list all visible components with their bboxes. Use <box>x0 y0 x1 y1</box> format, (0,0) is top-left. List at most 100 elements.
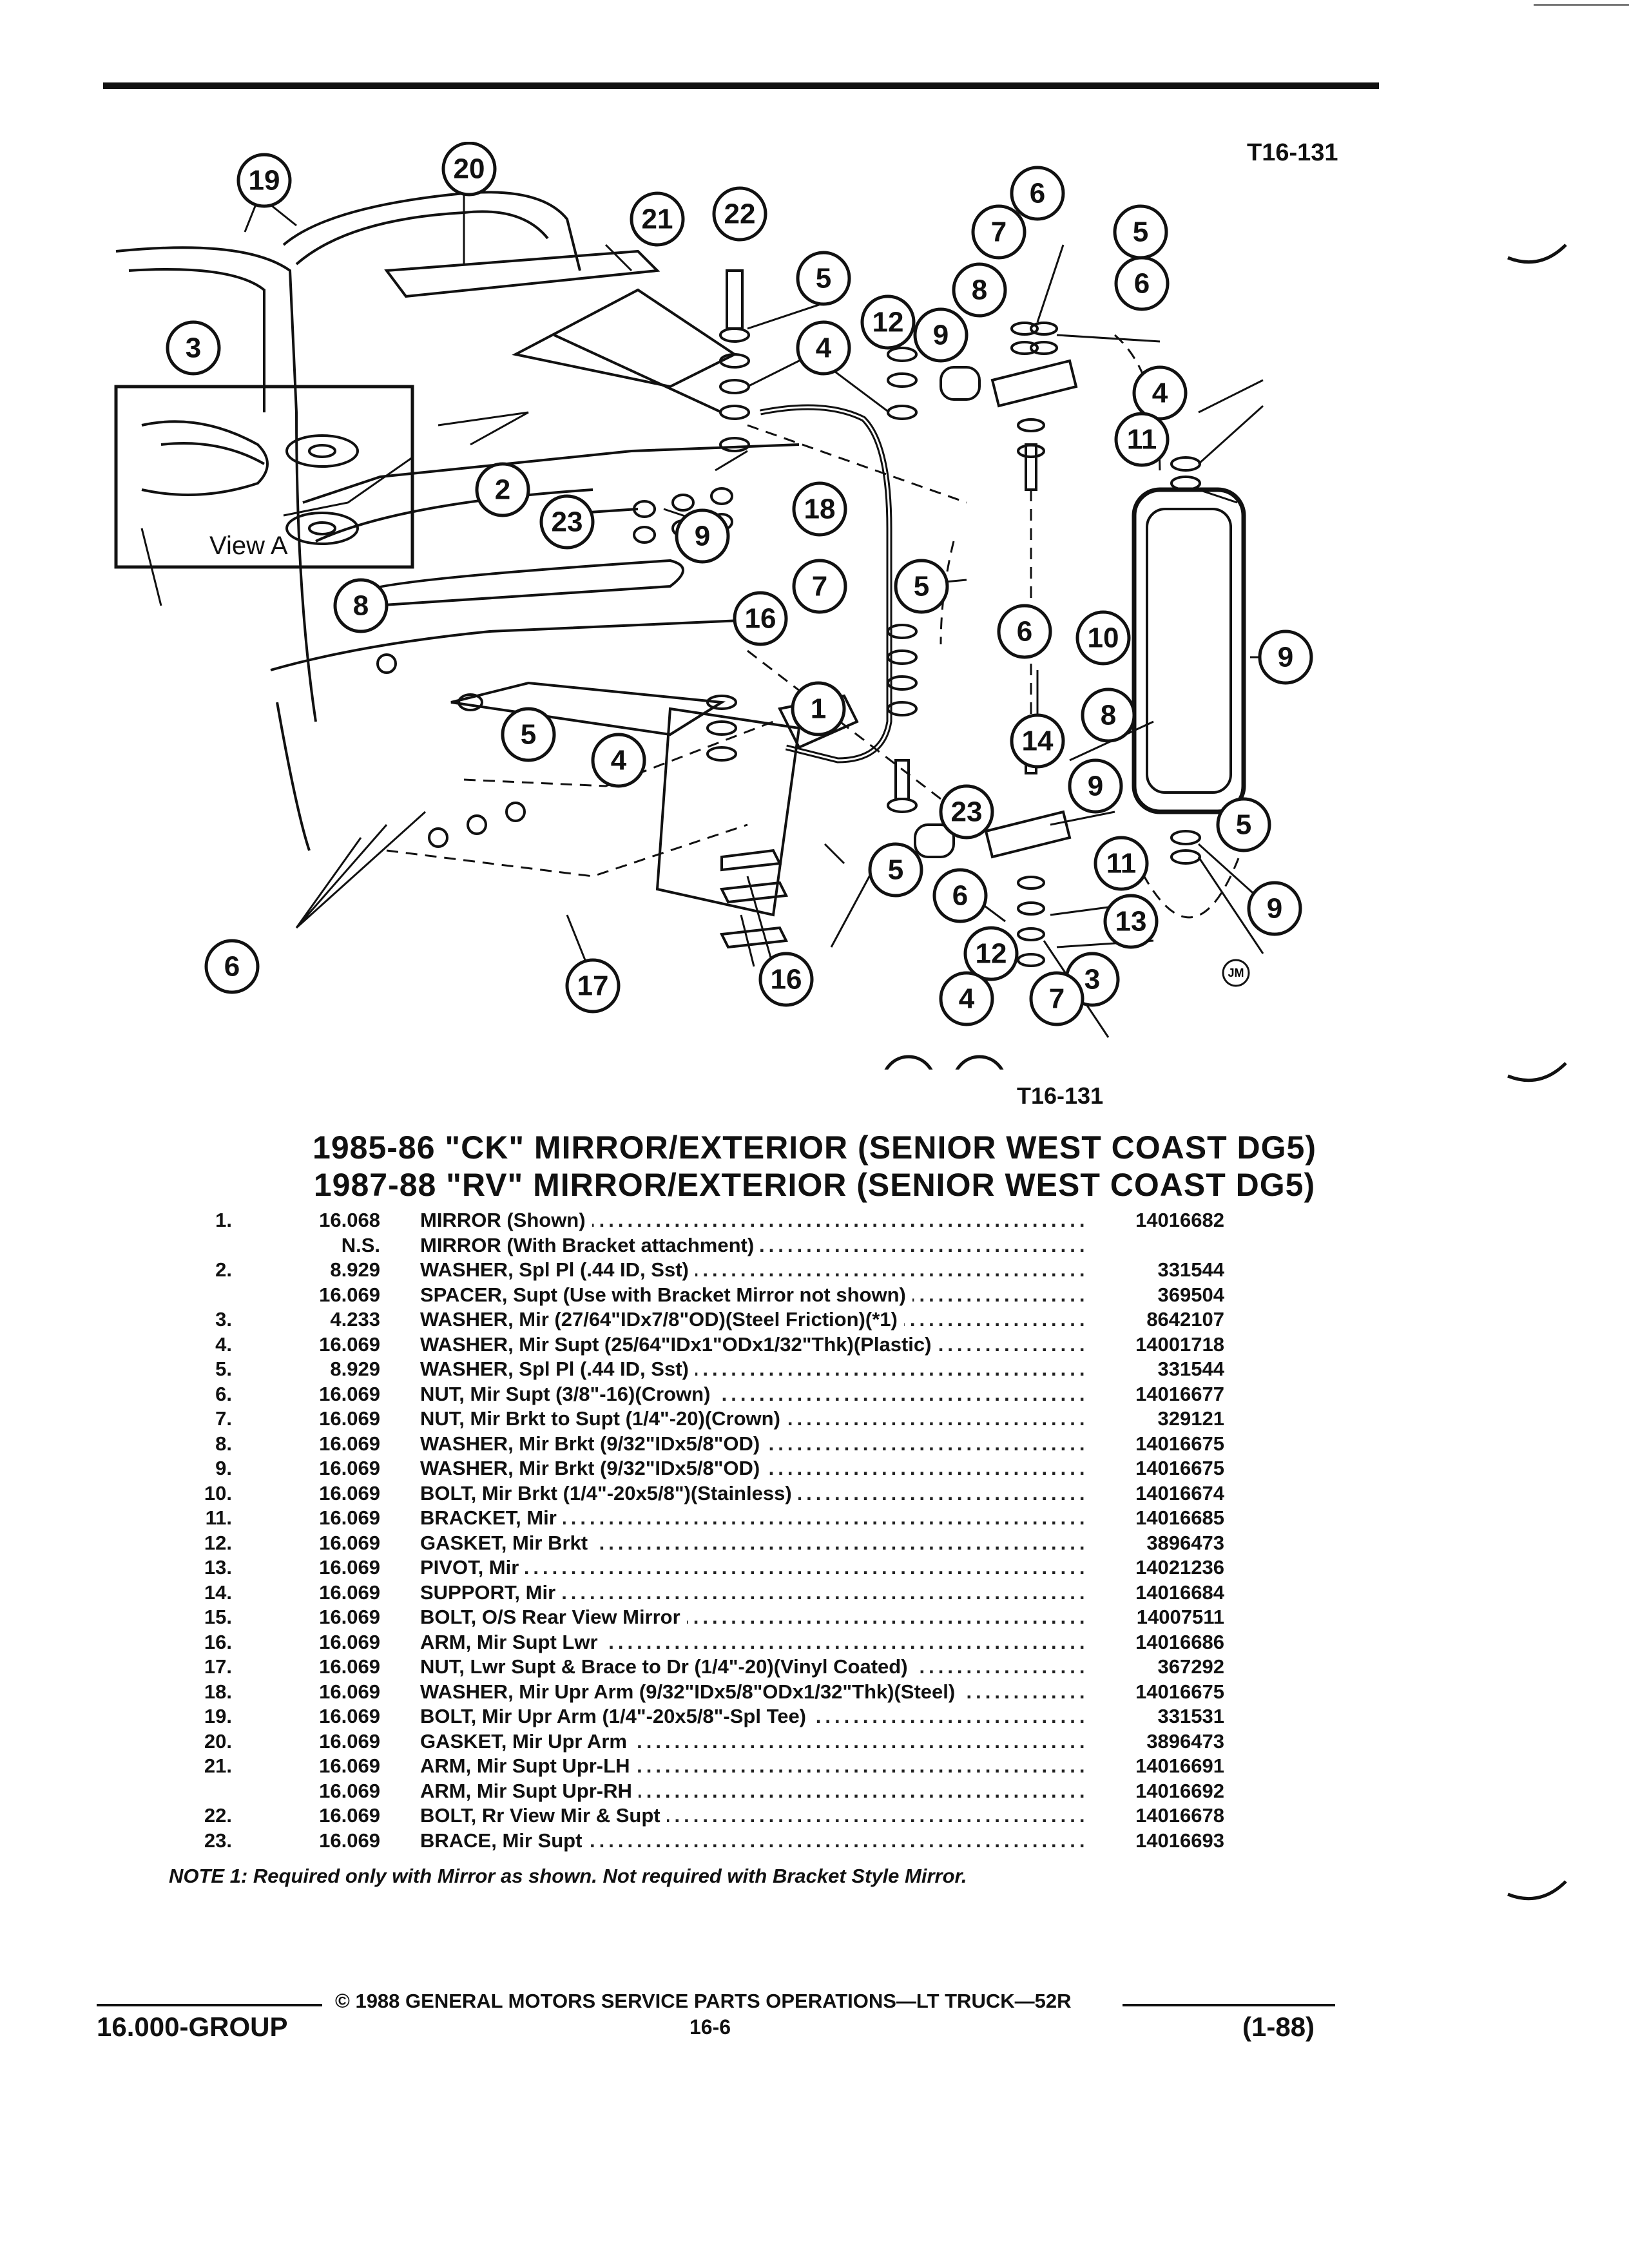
description-cell: ........................................… <box>380 1704 1095 1729</box>
callout-number: 3 <box>1084 964 1100 995</box>
parts-row: 20.16.069...............................… <box>174 1729 1224 1754</box>
part-number-index: 10. <box>204 1481 232 1504</box>
callout-number: 9 <box>695 521 710 552</box>
callout-circle <box>1258 629 1313 685</box>
callout: 23 <box>939 784 994 840</box>
part-number: 14016674 <box>1135 1481 1224 1504</box>
margin-mark-2 <box>1507 1062 1567 1082</box>
parts-row: 16.069..................................… <box>174 1779 1224 1804</box>
part-number: 367292 <box>1157 1655 1224 1678</box>
margin-mark-1 <box>1507 244 1567 264</box>
part-number-index: 2. <box>215 1258 232 1281</box>
part-number-index: 4. <box>215 1332 232 1356</box>
callout: 6 <box>1114 256 1170 311</box>
callout-circle <box>884 1055 933 1070</box>
group-number: 16.069 <box>319 1779 380 1802</box>
callout-circle <box>971 204 1027 260</box>
artist-mark-circle <box>1222 959 1250 987</box>
group-number: 16.069 <box>319 1606 380 1628</box>
part-description: BRACE, Mir Supt <box>420 1829 589 1852</box>
parts-row: 10.16.069...............................… <box>174 1481 1224 1506</box>
part-number-index: 9. <box>215 1457 232 1479</box>
exploded-view-diagram: View A A JM 1920212256789124564113223918… <box>114 142 1313 1070</box>
callout-circle <box>733 591 788 646</box>
callout-number: 20 <box>454 153 485 185</box>
callout-circle <box>1247 881 1302 936</box>
callout-circle <box>565 958 621 1014</box>
view-a-label: View A <box>209 532 288 560</box>
description-cell: ........................................… <box>380 1729 1095 1754</box>
part-number: 14016675 <box>1135 1432 1224 1455</box>
callout: 11 <box>1094 836 1149 891</box>
part-description: MIRROR (Shown) <box>420 1209 592 1231</box>
callout: 21 <box>630 191 685 247</box>
callout-number: 8 <box>1101 700 1116 731</box>
group-number: 16.069 <box>319 1407 380 1430</box>
group-number: 16.069 <box>319 1481 380 1504</box>
part-description: WASHER, Mir Supt (25/64"IDx1"ODx1/32"Thk… <box>420 1332 938 1356</box>
group-number: 16.069 <box>319 1630 380 1653</box>
footer-rule-left <box>97 2004 322 2006</box>
callout: 3 <box>166 320 221 376</box>
description-cell: ........................................… <box>380 1382 1095 1407</box>
callout: 14 <box>1010 713 1065 769</box>
callout-circle <box>997 604 1052 659</box>
callout: 16 <box>758 952 814 1007</box>
callout-number: 10 <box>1088 622 1119 654</box>
description-cell: ........................................… <box>380 1456 1095 1481</box>
part-number: 14007511 <box>1136 1606 1224 1628</box>
callout-circle <box>792 559 847 614</box>
callout-number: 16 <box>745 603 776 635</box>
group-number: 16.069 <box>319 1804 380 1827</box>
callout-circle <box>204 939 260 994</box>
part-description: GASKET, Mir Brkt <box>420 1531 595 1554</box>
callout-number: 2 <box>972 1067 987 1070</box>
callout-number: 9 <box>1278 642 1293 673</box>
callout-number: 21 <box>642 204 673 235</box>
callout: 18 <box>792 481 847 537</box>
callout-number: 5 <box>816 263 831 294</box>
callout-circle <box>1114 412 1170 467</box>
part-description: BOLT, Mir Brkt (1/4"-20x5/8")(Stainless) <box>420 1481 798 1504</box>
group-number: 16.069 <box>319 1581 380 1604</box>
parts-row: 16.16.069...............................… <box>174 1630 1224 1655</box>
callout: 5 <box>1113 204 1168 260</box>
callout-circle <box>712 186 767 242</box>
callout-number: 5 <box>888 854 903 886</box>
parts-row: 3.4.233.................................… <box>174 1307 1224 1332</box>
parts-row: 22.16.069...............................… <box>174 1803 1224 1829</box>
group-number: 8.929 <box>330 1358 380 1380</box>
callout-number: 12 <box>976 938 1007 970</box>
part-number-index: 8. <box>215 1432 232 1455</box>
description-cell: ........................................… <box>380 1630 1095 1655</box>
callout-circle <box>791 681 846 736</box>
parts-row: 6.16.069................................… <box>174 1382 1224 1407</box>
part-number: 14016684 <box>1135 1581 1224 1604</box>
callout: 23 <box>539 494 595 550</box>
leader-dots: ........................................… <box>420 1556 1086 1579</box>
callout: 8 <box>952 262 1007 318</box>
part-number-index <box>174 1283 232 1308</box>
parts-row: 4.16.069................................… <box>174 1332 1224 1358</box>
callout-number: 8 <box>353 590 369 622</box>
callout-circle <box>963 926 1019 981</box>
callout-circle <box>1094 836 1149 891</box>
group-number: 16.069 <box>319 1457 380 1479</box>
part-number: 14016692 <box>1135 1779 1224 1802</box>
description-cell: ........................................… <box>380 1332 1095 1358</box>
part-description: NUT, Lwr Supt & Brace to Dr (1/4"-20)(Vi… <box>420 1655 914 1678</box>
part-description: ARM, Mir Supt Upr-RH <box>420 1779 639 1802</box>
description-cell: ........................................… <box>380 1680 1095 1705</box>
callout-circle <box>1114 256 1170 311</box>
callout-number: 18 <box>804 494 836 525</box>
part-number: 14016693 <box>1135 1829 1224 1852</box>
part-description: NUT, Mir Brkt to Supt (1/4"-20)(Crown) <box>420 1407 787 1430</box>
part-number-index <box>174 1779 232 1804</box>
callout-number: 5 <box>1133 216 1148 248</box>
parts-row: 19.16.069...............................… <box>174 1704 1224 1729</box>
callout: 12 <box>860 294 916 350</box>
group-number: 16.068 <box>319 1209 380 1231</box>
callout-number: 6 <box>1030 178 1045 209</box>
callout-number: 5 <box>521 719 536 751</box>
callout: 10 <box>1075 610 1131 666</box>
